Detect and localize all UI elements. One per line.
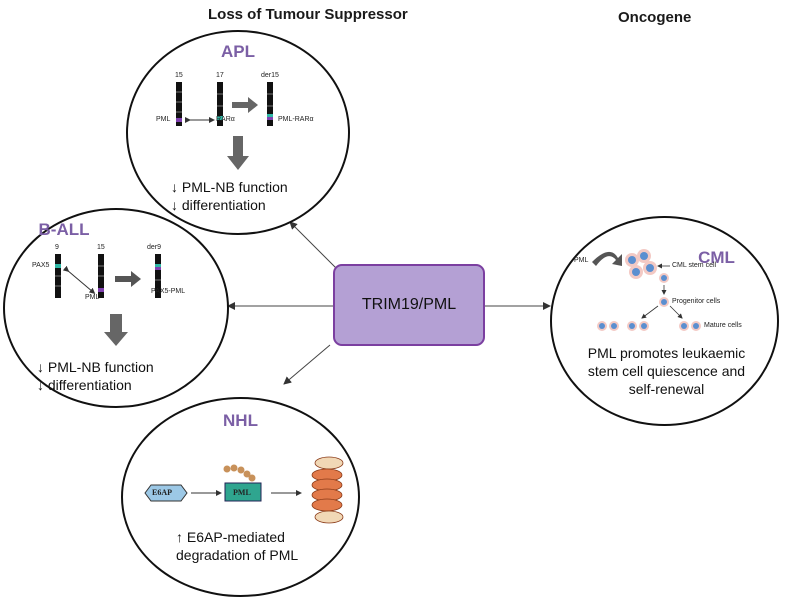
trim19-pml-box: TRIM19/PML <box>333 264 485 346</box>
ball-pml-label: PML <box>85 294 100 301</box>
cml-circle: CML <box>550 216 779 426</box>
ball-pax5-label: PAX5 <box>32 262 50 269</box>
nhl-proteasome <box>311 456 344 524</box>
apl-der15-label: der15 <box>261 72 279 79</box>
nhl-pml-box-label: PML <box>233 488 251 497</box>
ball-translocation-graphic <box>55 254 161 346</box>
cml-effect-1: PML promotes leukaemic <box>587 345 746 361</box>
apl-chromosome-der15 <box>267 82 273 126</box>
apl-pml-label: PML <box>156 116 171 123</box>
header-oncogene: Oncogene <box>618 9 692 26</box>
ball-chr-9-label: 9 <box>55 244 59 251</box>
ball-der9-label: der9 <box>147 244 162 251</box>
cml-pml-label: PML <box>574 257 589 264</box>
ball-circle: B-ALL 9 15 der9 PAX5 PML PAX5-PML ↓ PML-… <box>3 208 229 408</box>
nhl-effect-1: ↑ E6AP-mediated <box>176 529 285 545</box>
nhl-title: NHL <box>223 411 258 430</box>
ball-chromosome-der9 <box>155 254 161 298</box>
nhl-effect-2: degradation of PML <box>176 547 299 563</box>
cml-progenitor-label: Progenitor cells <box>672 298 721 305</box>
ball-title: B-ALL <box>38 220 90 239</box>
apl-circle: APL 15 17 der15 PML RARα PML-RARα <box>126 30 350 235</box>
apl-effect-1: ↓ PML-NB function <box>171 179 288 195</box>
nhl-pml-box <box>224 482 262 502</box>
ball-pax5-band <box>55 264 61 268</box>
ball-effect-1: ↓ PML-NB function <box>37 359 154 375</box>
apl-effect-2: ↓ differentiation <box>171 197 266 213</box>
apl-chr-17-label: 17 <box>216 72 224 79</box>
ball-block-arrow-down <box>104 314 128 346</box>
apl-chromosome-17 <box>217 82 223 126</box>
cml-title: CML <box>698 248 735 267</box>
apl-block-arrow-down <box>227 136 249 170</box>
ball-pml-band <box>98 288 104 292</box>
apl-rara-label: RARα <box>216 116 235 123</box>
apl-pml-rara-label: PML-RARα <box>278 116 314 123</box>
ball-chr-15-label: 15 <box>97 244 105 251</box>
nhl-degradation-graphic <box>144 456 344 524</box>
trim19-pml-label: TRIM19/PML <box>361 296 457 313</box>
nhl-circle: NHL E6AP PML ↑ E6AP-mediated <box>121 397 360 597</box>
nhl-e6ap-label: E6AP <box>152 488 172 497</box>
header-loss-of-tumour-suppressor: Loss of Tumour Suppressor <box>208 6 408 23</box>
ball-exchange-arrow <box>62 265 96 294</box>
apl-chr-15-label: 15 <box>175 72 183 79</box>
apl-chromosome-15 <box>176 82 182 126</box>
cml-effect-3: self-renewal <box>628 381 705 397</box>
apl-rara-band <box>217 116 223 120</box>
nhl-e6ap-hexagon <box>144 484 188 502</box>
cml-mature-label: Mature cells <box>704 322 742 329</box>
arrow-to-apl <box>289 221 339 271</box>
cml-effect-2: stem cell quiescence and <box>587 363 746 379</box>
apl-block-arrow-right <box>232 97 258 113</box>
apl-pml-band <box>176 118 182 122</box>
cml-hierarchy-graphic <box>592 249 701 331</box>
cml-stem-cell-label: CML stem cell <box>672 262 717 269</box>
cml-pml-curved-arrow <box>592 251 622 266</box>
cml-stem-cell-cluster <box>625 249 657 279</box>
apl-title: APL <box>221 42 255 61</box>
apl-translocation-graphic <box>176 82 273 170</box>
ball-effect-2: ↓ differentiation <box>37 377 132 393</box>
cml-mature-cells <box>597 321 701 331</box>
arrow-to-nhl <box>283 344 331 385</box>
ball-block-arrow-right <box>115 271 141 287</box>
ball-pax5-pml-label: PAX5-PML <box>151 288 186 295</box>
